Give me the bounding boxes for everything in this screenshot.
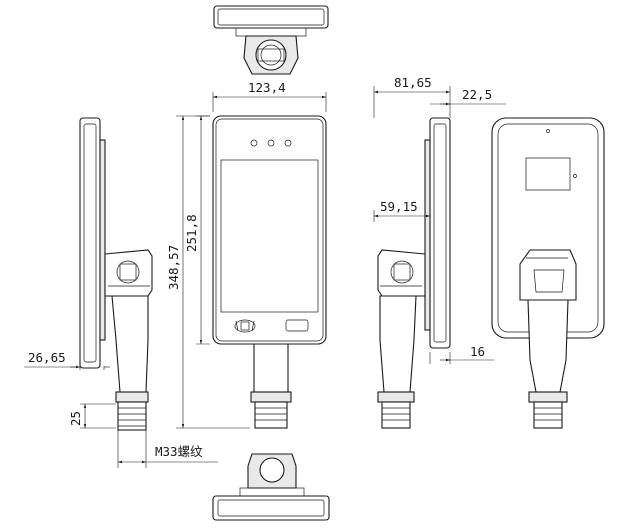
back-view <box>491 117 605 429</box>
left-side-view <box>79 117 153 431</box>
dimension-thread: M33螺纹 <box>117 430 218 468</box>
right-side-view <box>377 117 451 429</box>
dimension-total-height: 348,57 <box>166 115 250 429</box>
dim-depth-back-label: 22,5 <box>462 87 492 102</box>
dim-thread-height-label: 25 <box>68 411 83 426</box>
dimension-thread-height: 25 <box>68 403 116 429</box>
bottom-view <box>212 453 330 521</box>
dim-depth-total-label: 81,65 <box>394 75 432 90</box>
dim-screen-height-label: 251,8 <box>184 214 199 252</box>
dimension-depth-total: 81,65 <box>373 75 451 118</box>
dim-back-offset-label: 16 <box>470 344 485 359</box>
dim-total-height-label: 348,57 <box>166 245 181 290</box>
dimension-depth-back: 22,5 <box>430 87 506 106</box>
dim-width-label: 123,4 <box>248 80 286 95</box>
dimension-side-offset: 26,65 <box>24 350 110 370</box>
dim-thread-label: M33螺纹 <box>155 444 203 459</box>
dim-depth-mount-label: 59,15 <box>380 199 418 214</box>
dimension-screen-height: 251,8 <box>184 115 210 345</box>
dimension-depth-mount: 59,15 <box>373 199 430 222</box>
dimension-width: 123,4 <box>212 80 327 112</box>
front-view <box>212 115 327 429</box>
top-view <box>213 5 329 75</box>
dimension-back-offset: 16 <box>429 344 494 364</box>
dim-side-offset-label: 26,65 <box>28 350 66 365</box>
